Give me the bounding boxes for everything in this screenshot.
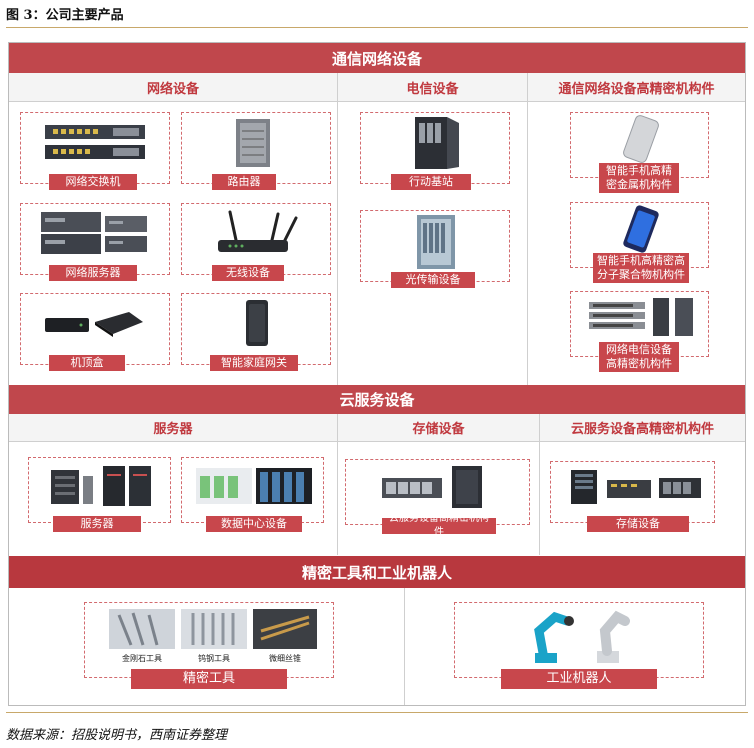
col-cloud-precision-header: 云服务设备高精密机构件 (540, 414, 745, 442)
network-switch-icon (45, 125, 145, 159)
optical-transmission-icon (417, 215, 455, 269)
set-top-box-icon (45, 312, 143, 337)
label-phone-metal-parts-text: 智能手机高精 密金属机构件 (606, 164, 672, 191)
micro-tap-icon (253, 609, 317, 649)
product-card-industrial-robot: 工业机器人 (454, 602, 704, 689)
divider (337, 414, 338, 555)
product-card-phone-polymer-parts: 智能手机高精密高 分子聚合物机构件 (570, 202, 709, 283)
label-industrial-robot: 工业机器人 (501, 669, 657, 689)
product-card-wireless: 无线设备 (181, 203, 331, 281)
server-icon (51, 466, 151, 506)
divider (539, 414, 540, 555)
col-telecom-precision-title: 通信网络设备高精密机构件 (558, 81, 715, 97)
product-card-base-station: 行动基站 (360, 112, 510, 190)
product-card-storage-device: 存储设备 (550, 461, 715, 532)
divider (337, 73, 338, 385)
label-base-station: 行动基站 (391, 174, 471, 190)
industrial-robot-white-icon (597, 610, 630, 663)
tungsten-tool-icon (181, 609, 247, 649)
col-telecom-precision-header: 通信网络设备高精密机构件 (528, 73, 745, 102)
product-card-phone-metal-parts: 智能手机高精 密金属机构件 (570, 112, 709, 193)
label-network-switch: 网络交换机 (49, 174, 137, 190)
label-set-top-box: 机顶盒 (49, 355, 125, 371)
col-telecom-header: 电信设备 (338, 73, 527, 102)
product-card-server: 服务器 (28, 457, 171, 532)
home-gateway-icon (246, 300, 268, 346)
label-storage-device: 存储设备 (587, 516, 689, 532)
label-network-telecom-parts-text: 网络电信设备 高精密机构件 (606, 343, 672, 370)
product-card-datacenter: 数据中心设备 (181, 457, 324, 532)
col-storage-title: 存储设备 (412, 422, 465, 437)
col-cloud-precision-title: 云服务设备高精密机构件 (570, 422, 714, 437)
label-network-server: 网络服务器 (49, 265, 137, 281)
product-card-set-top-box: 机顶盒 (20, 293, 170, 371)
datacenter-icon (196, 468, 312, 504)
product-card-network-switch: 网络交换机 (20, 112, 170, 190)
caption-micro-tap: 微细丝锥 (269, 654, 301, 663)
product-card-network-telecom-parts: 网络电信设备 高精密机构件 (570, 291, 709, 372)
section-tools-band: 精密工具和工业机器人 (9, 556, 745, 588)
bottom-rule (6, 712, 748, 713)
col-server-header: 服务器 (9, 414, 337, 442)
product-card-network-server: 网络服务器 (20, 203, 170, 281)
figure-frame (8, 42, 746, 706)
smartphone-metal-icon (623, 115, 659, 163)
network-telecom-parts-icon (589, 298, 693, 336)
wireless-device-icon (218, 210, 298, 252)
label-router: 路由器 (212, 174, 276, 190)
label-server: 服务器 (53, 516, 141, 532)
product-card-home-gateway: 智能家庭网关 (181, 293, 331, 371)
label-phone-polymer-parts: 智能手机高精密高 分子聚合物机构件 (593, 253, 689, 283)
col-network-header: 网络设备 (9, 73, 337, 102)
divider (404, 588, 405, 705)
industrial-robot-arm-icon (534, 611, 574, 663)
col-telecom-title: 电信设备 (406, 81, 459, 97)
label-precision-tools: 精密工具 (131, 669, 287, 689)
divider (527, 73, 528, 385)
smartphone-polymer-icon (623, 205, 659, 253)
label-datacenter: 数据中心设备 (206, 516, 302, 532)
label-optical-transmission: 光传输设备 (391, 272, 475, 288)
caption-diamond-tool: 金刚石工具 (122, 654, 162, 663)
section-tools-title: 精密工具和工业机器人 (301, 563, 452, 582)
label-home-gateway: 智能家庭网关 (210, 355, 298, 371)
product-card-storage: 云服务设备高精密机构件 (345, 459, 530, 538)
label-wireless: 无线设备 (212, 265, 284, 281)
label-phone-polymer-parts-text: 智能手机高精密高 分子聚合物机构件 (597, 254, 685, 281)
section-cloud-title: 云服务设备 (339, 391, 415, 409)
storage-device-icon (571, 470, 701, 504)
col-network-title: 网络设备 (146, 81, 199, 97)
top-rule (6, 27, 748, 28)
label-network-telecom-parts: 网络电信设备 高精密机构件 (599, 342, 679, 372)
storage-server-icon (382, 466, 482, 508)
source-note: 数据来源：招股说明书，西南证券整理 (6, 728, 228, 743)
label-phone-metal-parts: 智能手机高精 密金属机构件 (599, 163, 679, 193)
section-telecom-title: 通信网络设备 (331, 49, 422, 68)
section-telecom-band: 通信网络设备 (9, 43, 745, 73)
label-cloud-storage-precision: 云服务设备高精密机构件 (382, 513, 496, 538)
network-server-icon (41, 212, 147, 254)
col-server-title: 服务器 (153, 422, 193, 437)
product-card-optical-transmission: 光传输设备 (360, 210, 510, 288)
router-icon (236, 119, 270, 167)
section-cloud-band: 云服务设备 (9, 385, 745, 414)
product-card-precision-tools: 金刚石工具 钨钢工具 微细丝锥 精密工具 (84, 602, 334, 689)
product-card-router: 路由器 (181, 112, 331, 190)
caption-tungsten-tool: 钨钢工具 (198, 654, 230, 663)
col-storage-header: 存储设备 (338, 414, 539, 442)
diamond-tool-icon (109, 609, 175, 649)
base-station-icon (415, 117, 459, 169)
figure-title: 图 3：公司主要产品 (6, 8, 124, 23)
